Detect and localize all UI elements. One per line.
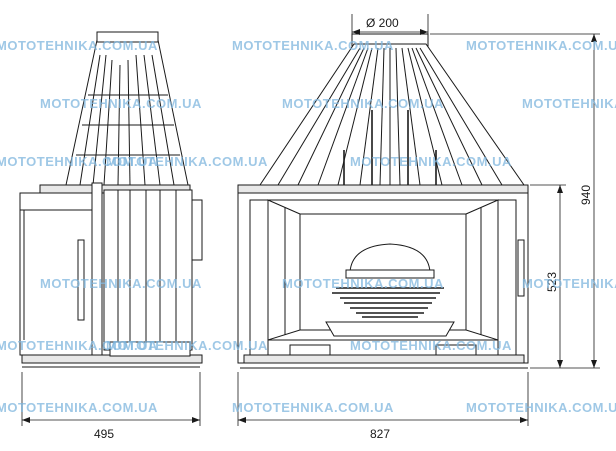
front-ash-tray (325, 321, 455, 337)
side-hood-fins (76, 54, 180, 186)
watermark-text: MOTOTEHNIKA.COM.UA (350, 154, 512, 169)
side-bracket (191, 199, 203, 261)
front-lintel (237, 184, 529, 194)
front-left-pillar (249, 199, 269, 356)
watermark-text: MOTOTEHNIKA.COM.UA (232, 38, 394, 53)
watermark-text: MOTOTEHNIKA.COM.UA (232, 400, 394, 415)
watermark-text: MOTOTEHNIKA.COM.UA (522, 276, 616, 291)
side-depth-label: 495 (94, 427, 114, 441)
front-width-label: 827 (370, 427, 390, 441)
front-firebox-right-wall (465, 199, 499, 341)
front-grate (332, 287, 444, 318)
watermark-text: MOTOTEHNIKA.COM.UA (40, 96, 202, 111)
side-frame-post (91, 182, 103, 359)
watermark-text: MOTOTEHNIKA.COM.UA (282, 276, 444, 291)
front-handle (517, 239, 525, 297)
front-firebox-left-wall (267, 199, 301, 341)
watermark-text: MOTOTEHNIKA.COM.UA (522, 96, 616, 111)
watermark-text: MOTOTEHNIKA.COM.UA (466, 38, 616, 53)
watermark-text: MOTOTEHNIKA.COM.UA (0, 400, 158, 415)
flue-diameter-label: Ø 200 (366, 16, 399, 30)
firebox-height-dimension: 523 (530, 184, 566, 369)
front-base-vent-left (289, 344, 331, 356)
watermark-text: MOTOTEHNIKA.COM.UA (0, 338, 158, 353)
watermarks: MOTOTEHNIKA.COM.UA MOTOTEHNIKA.COM.UA MO… (0, 38, 616, 415)
watermark-text: MOTOTEHNIKA.COM.UA (282, 96, 444, 111)
total-height-label: 940 (579, 185, 593, 205)
front-hood-ribs (277, 47, 503, 186)
front-base-vent-right (435, 344, 477, 356)
side-depth-dimension: 495 (21, 372, 201, 441)
front-burner-ring (345, 269, 435, 279)
watermark-text: MOTOTEHNIKA.COM.UA (0, 154, 158, 169)
side-ashpan (109, 341, 191, 357)
front-width-dimension: 827 (237, 372, 529, 441)
side-collar (96, 31, 159, 43)
side-view (19, 31, 203, 368)
front-view (237, 33, 529, 369)
front-burner-dome (349, 243, 431, 273)
front-base (243, 354, 525, 364)
total-height-dimension: 940 (430, 33, 600, 369)
watermark-text: MOTOTEHNIKA.COM.UA (350, 338, 512, 353)
firebox-height-label: 523 (545, 272, 559, 292)
watermark-text: MOTOTEHNIKA.COM.UA (466, 400, 616, 415)
flue-diameter-dimension: Ø 200 (351, 14, 429, 38)
side-door (103, 189, 193, 351)
front-right-pillar (497, 199, 517, 356)
watermark-text: MOTOTEHNIKA.COM.UA (106, 338, 268, 353)
watermark-text: MOTOTEHNIKA.COM.UA (0, 38, 158, 53)
watermark-text: MOTOTEHNIKA.COM.UA (40, 276, 202, 291)
side-handle (77, 239, 85, 321)
watermark-text: MOTOTEHNIKA.COM.UA (106, 154, 268, 169)
